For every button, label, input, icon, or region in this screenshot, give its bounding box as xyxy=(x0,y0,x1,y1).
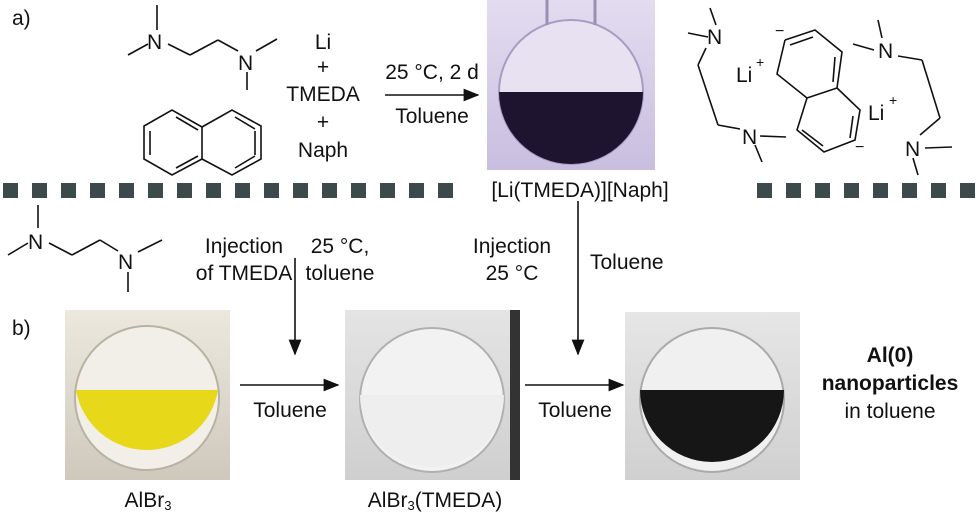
conditions-temp-time: 25 °C, 2 d xyxy=(385,61,479,84)
reagent-naph: Naph xyxy=(297,139,349,162)
divider-square xyxy=(931,183,946,198)
atom-n: N xyxy=(118,251,134,274)
naphthalene-structure xyxy=(143,109,262,176)
divider xyxy=(3,183,975,198)
divider-square xyxy=(757,183,772,198)
divider-square xyxy=(438,183,453,198)
divider-square xyxy=(902,183,917,198)
atom-n: N xyxy=(878,40,894,63)
reagent-tmeda: TMEDA xyxy=(286,83,360,106)
tmeda-structure-bottom xyxy=(7,205,163,292)
flask1-label-sub: 3 xyxy=(164,498,172,513)
flask1-label-text: AlBr xyxy=(124,489,165,512)
divider-square xyxy=(844,183,859,198)
divider-square xyxy=(409,183,424,198)
atom-n: N xyxy=(28,231,44,254)
charge-plus: + xyxy=(889,92,898,108)
li-tmeda-naph-structure xyxy=(687,7,953,176)
injection2-line2: 25 °C xyxy=(485,262,539,285)
flask-photo-al-nanoparticles xyxy=(625,312,800,480)
charge-minus: − xyxy=(855,139,865,156)
divider-square xyxy=(90,183,105,198)
flask1-label: AlBr3 xyxy=(125,490,172,512)
atom-n: N xyxy=(238,52,254,75)
reagent-plus: + xyxy=(316,56,330,79)
divider-square xyxy=(264,183,279,198)
arrow2-label: Toluene xyxy=(538,399,612,422)
flask-photo-li-naph xyxy=(487,0,655,170)
injection-tmeda-line2: of TMEDA xyxy=(195,262,293,285)
divider-square xyxy=(786,183,801,198)
divider-square xyxy=(148,183,163,198)
divider-square xyxy=(235,183,250,198)
cond1-line2: toluene xyxy=(305,262,375,285)
arrow1-label: Toluene xyxy=(253,399,327,422)
atom-li: Li xyxy=(868,102,885,125)
product-line2: nanoparticles xyxy=(821,372,959,395)
panel-b-label: b) xyxy=(12,317,31,340)
atom-n: N xyxy=(905,138,921,161)
injection-tmeda-line1: Injection xyxy=(204,235,284,258)
atom-li: Li xyxy=(736,64,753,87)
cond1-line1: 25 °C, xyxy=(310,235,370,258)
product-line3: in toluene xyxy=(844,400,936,423)
divider-square xyxy=(322,183,337,198)
reagent-plus: + xyxy=(316,111,330,134)
toluene-side-label: Toluene xyxy=(590,251,664,274)
atom-n: N xyxy=(147,31,163,54)
divider-square xyxy=(32,183,47,198)
divider-square xyxy=(960,183,975,198)
divider-square xyxy=(177,183,192,198)
atom-n: N xyxy=(742,126,758,149)
conditions-solvent: Toluene xyxy=(395,105,469,128)
flask2-label: AlBr3(TMEDA) xyxy=(368,490,502,512)
divider-square xyxy=(380,183,395,198)
product-label-li-tmeda-naph: [Li(TMEDA)][Naph] xyxy=(487,180,673,201)
divider-square xyxy=(206,183,221,198)
divider-square xyxy=(61,183,76,198)
divider-square xyxy=(293,183,308,198)
divider-square xyxy=(351,183,366,198)
divider-square xyxy=(119,183,134,198)
flask2-label-text: AlBr xyxy=(367,489,408,512)
charge-minus: − xyxy=(775,23,785,40)
product-line1: Al(0) xyxy=(866,344,914,367)
flask2-label-text2: (TMEDA) xyxy=(414,489,503,512)
divider-square xyxy=(3,183,18,198)
flask-photo-albr3 xyxy=(65,310,230,480)
reagent-li: Li xyxy=(314,31,332,54)
flask2-label-sub: 3 xyxy=(407,498,415,513)
panel-a-label: a) xyxy=(12,7,31,30)
divider-square xyxy=(815,183,830,198)
injection2-line1: Injection xyxy=(472,235,552,258)
atom-n: N xyxy=(707,26,723,49)
divider-square xyxy=(873,183,888,198)
flask-photo-albr3-tmeda xyxy=(345,310,520,480)
charge-plus: + xyxy=(756,54,765,70)
tmeda-structure-top xyxy=(127,5,278,90)
